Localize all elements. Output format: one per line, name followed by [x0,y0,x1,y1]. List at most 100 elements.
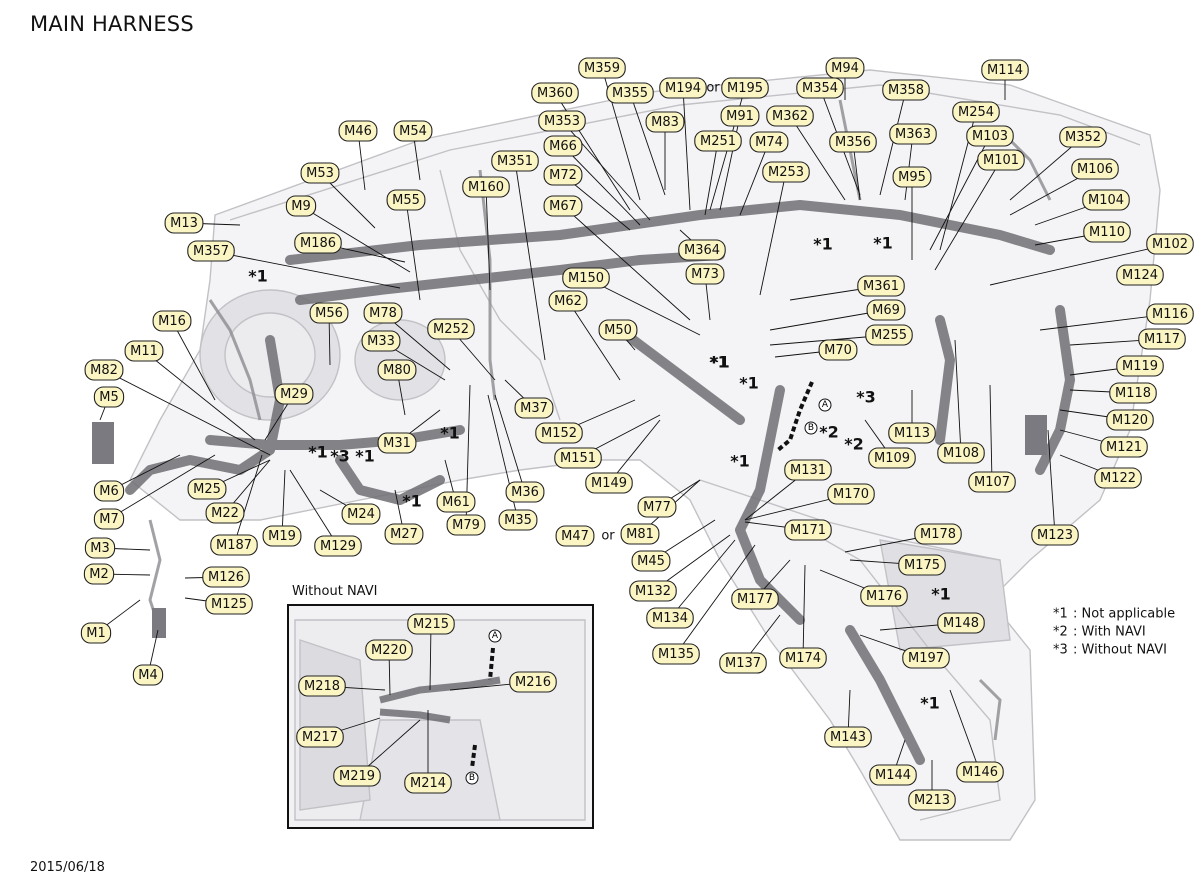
leader-m16 [171,320,216,401]
connector-label-m19: M19 [262,525,302,547]
connector-label-m121: M121 [1100,436,1148,458]
svg-text:M113: M113 [894,426,930,441]
connector-label-m110: M110 [1083,221,1131,243]
svg-text:M120: M120 [1112,413,1148,428]
svg-text:M217: M217 [302,730,338,745]
svg-text:M220: M220 [371,643,407,658]
connector-label-m195: M195 [721,77,769,99]
connector-label-m55: M55 [386,189,426,211]
leader-m351 [514,160,546,361]
svg-text:M215: M215 [413,617,449,632]
leader-m123 [1047,429,1056,536]
connector-label-m107: M107 [968,471,1016,493]
svg-text:A: A [822,400,829,410]
svg-text:M132: M132 [635,584,671,599]
connector-label-m5: M5 [93,386,125,408]
svg-text:M69: M69 [872,303,900,318]
connector-label-m160: M160 [462,176,510,198]
connector-m5-body [92,422,114,464]
connector-label-m16: M16 [152,310,192,332]
svg-text:M36: M36 [511,485,539,500]
svg-text:M152: M152 [541,426,577,441]
svg-text:B: B [469,773,475,783]
connector-label-m46: M46 [338,120,378,142]
svg-text:M177: M177 [737,592,773,607]
connector-label-m364: M364 [678,239,726,261]
connector-label-m7: M7 [93,508,125,530]
circled-marker-a: A [488,629,502,643]
svg-text:M195: M195 [727,81,763,96]
connector-label-m252: M252 [427,318,475,340]
svg-text:M3: M3 [90,541,110,556]
connector-label-m123: M123 [1031,524,1079,546]
page-title: MAIN HARNESS [30,12,194,36]
leader-m150 [585,277,701,336]
connector-label-m118: M118 [1109,382,1157,404]
svg-text:M174: M174 [785,651,821,666]
note-mark: *1 [730,452,750,471]
svg-text:M124: M124 [1122,268,1158,283]
connector-m122-body [1025,415,1047,455]
svg-text:M356: M356 [835,135,871,150]
connector-label-m37: M37 [514,397,554,419]
svg-text:M216: M216 [515,675,551,690]
leader-m174 [802,564,806,659]
svg-text:M110: M110 [1089,225,1125,240]
svg-text:M352: M352 [1065,130,1101,145]
connector-label-m83: M83 [645,111,685,133]
connector-label-m218: M218 [298,675,346,697]
legend-mark: *1 [1053,607,1068,622]
connector-label-m79: M79 [446,514,486,536]
connector-label-m91: M91 [720,105,760,127]
leader-m253 [759,171,787,296]
svg-text:M11: M11 [130,344,158,359]
leader-m66 [562,145,641,226]
svg-text:M178: M178 [920,527,956,542]
connector-label-m25: M25 [187,478,227,500]
circled-marker-b: B [465,771,479,785]
connector-label-m82: M82 [84,359,124,381]
connector-label-m255: M255 [865,324,913,346]
note-mark: *2 [844,435,864,454]
connector-label-m360: M360 [531,82,579,104]
svg-text:M82: M82 [90,363,118,378]
leader-m11 [143,350,256,441]
leader-m102 [989,243,1171,286]
connector-label-m104: M104 [1082,189,1130,211]
svg-text:M252: M252 [433,322,469,337]
svg-text:M46: M46 [344,124,372,139]
svg-text:M254: M254 [958,105,994,120]
connector-label-m220: M220 [365,639,413,661]
connector-label-m33: M33 [361,330,401,352]
svg-text:M123: M123 [1037,528,1073,543]
connector-label-m117: M117 [1138,328,1186,350]
svg-text:M103: M103 [972,129,1008,144]
note-mark: *1 [739,374,759,393]
or-word: or [706,81,720,96]
connector-label-m101: M101 [977,149,1025,171]
note-mark: *1 [308,443,328,462]
svg-text:M22: M22 [211,506,239,521]
connector-label-m77: M77 [637,496,677,518]
leader-m82 [103,369,271,456]
connector-label-m11: M11 [124,340,164,362]
note-mark: *3 [330,447,350,466]
leader-m55 [405,199,421,301]
svg-text:M351: M351 [497,154,533,169]
connector-label-m4: M4 [132,664,164,686]
connector-label-m102: M102 [1146,233,1194,255]
connector-label-m152: M152 [535,422,583,444]
connector-label-m53: M53 [300,162,340,184]
svg-text:M107: M107 [974,475,1010,490]
connector-label-m150: M150 [562,267,610,289]
connector-label-m194: M194 [659,77,707,99]
svg-text:M149: M149 [591,476,627,491]
connector-label-m61: M61 [436,491,476,513]
connector-label-m9: M9 [285,195,317,217]
note-mark: *2 [819,423,839,442]
connector-label-m151: M151 [554,447,602,469]
connector-label-m81: M81 [620,523,660,545]
svg-text:M66: M66 [549,139,577,154]
svg-text:M362: M362 [772,109,808,124]
leader-m62 [567,300,621,381]
